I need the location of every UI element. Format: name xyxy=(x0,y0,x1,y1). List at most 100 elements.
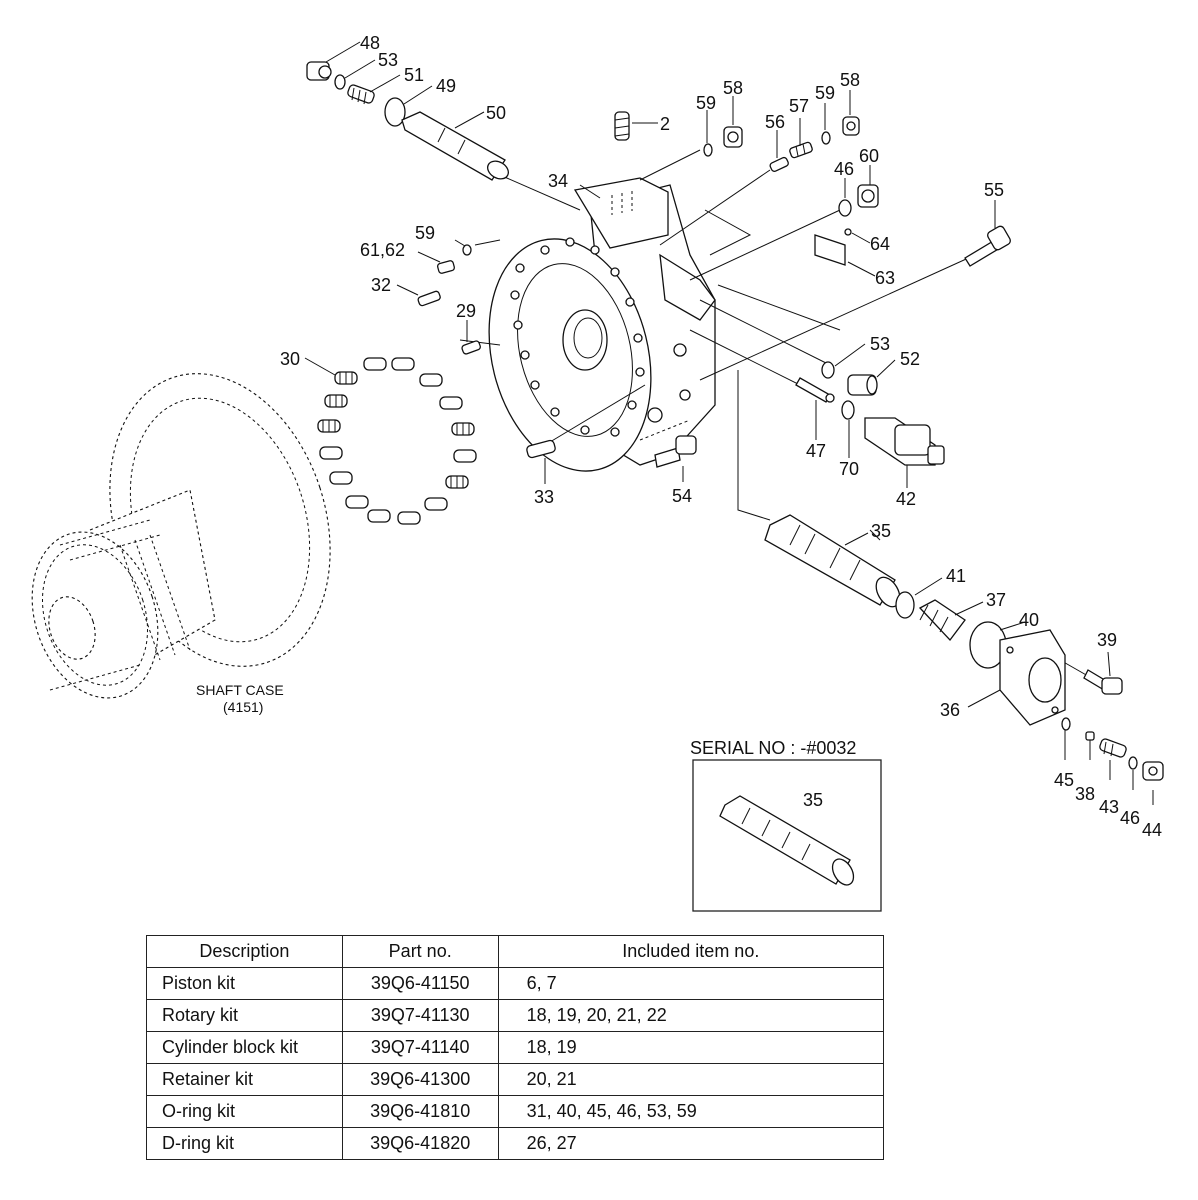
callout-40: 40 xyxy=(1019,610,1039,630)
callout-48: 48 xyxy=(360,33,380,53)
o-ring-70 xyxy=(841,400,855,420)
inset-callout-35: 35 xyxy=(803,790,823,810)
callout-2: 2 xyxy=(660,114,670,134)
callout-51: 51 xyxy=(404,65,424,85)
kit-part-no: 39Q7-41140 xyxy=(341,1031,499,1064)
plug-61-62 xyxy=(437,260,455,274)
callout-36: 36 xyxy=(940,700,960,720)
kit-description: Retainer kit xyxy=(146,1063,343,1096)
callout-46-a: 46 xyxy=(834,159,854,179)
callout-29: 29 xyxy=(456,301,476,321)
callout-57: 57 xyxy=(789,96,809,116)
plug-52 xyxy=(847,374,878,396)
spring-57 xyxy=(789,141,813,159)
ring-41 xyxy=(895,591,915,619)
callout-70: 70 xyxy=(839,459,859,479)
callout-55: 55 xyxy=(984,180,1004,200)
callout-53-b: 53 xyxy=(870,334,890,354)
bolt-39 xyxy=(1083,669,1123,695)
spring-37 xyxy=(918,599,966,642)
kit-included-items: 6, 7 xyxy=(497,967,885,1000)
callout-58-a: 58 xyxy=(723,78,743,98)
callout-52: 52 xyxy=(900,349,920,369)
kit-table-header-row: Description Part no. Included item no. xyxy=(146,935,885,968)
callout-41: 41 xyxy=(946,566,966,586)
bolt-54 xyxy=(654,435,697,468)
callout-45: 45 xyxy=(1054,770,1074,790)
callout-54: 54 xyxy=(672,486,692,506)
table-row: D-ring kit 39Q6-41820 26, 27 xyxy=(146,1127,885,1160)
cover-36 xyxy=(999,629,1066,726)
relief-valve-42 xyxy=(864,417,945,466)
callout-42: 42 xyxy=(896,489,916,509)
ring-49 xyxy=(384,97,406,127)
callout-49: 49 xyxy=(436,76,456,96)
kit-description: Cylinder block kit xyxy=(146,1031,343,1064)
pin-64 xyxy=(844,228,852,236)
o-ring-59-c xyxy=(462,244,472,256)
shaft-case-label: SHAFT CASE xyxy=(196,682,284,698)
callout-56: 56 xyxy=(765,112,785,132)
kit-description: Piston kit xyxy=(146,967,343,1000)
shaft-case-number: (4151) xyxy=(223,699,263,715)
kit-table: Description Part no. Included item no. P… xyxy=(146,935,885,1160)
callout-59-b: 59 xyxy=(815,83,835,103)
callout-35: 35 xyxy=(871,521,891,541)
spool-35 xyxy=(764,514,901,608)
callout-43: 43 xyxy=(1099,797,1119,817)
spool-50 xyxy=(401,111,509,181)
callout-numbers: 48 53 51 49 50 2 59 58 56 57 59 58 34 46… xyxy=(280,33,1162,840)
callout-30: 30 xyxy=(280,349,300,369)
kit-included-items: 20, 21 xyxy=(497,1063,885,1096)
header-part-no: Part no. xyxy=(341,935,499,968)
callout-53-top: 53 xyxy=(378,50,398,70)
header-description: Description xyxy=(146,935,343,968)
table-row: O-ring kit 39Q6-41810 31, 40, 45, 46, 53… xyxy=(146,1095,885,1128)
callout-61-62: 61,62 xyxy=(360,240,405,260)
o-ring-59-b xyxy=(821,131,831,145)
plug-44 xyxy=(1142,761,1164,781)
kit-part-no: 39Q7-41130 xyxy=(341,999,499,1032)
plate-63 xyxy=(814,234,846,266)
o-ring-46-b xyxy=(1128,756,1138,770)
kit-part-no: 39Q6-41150 xyxy=(341,967,499,1000)
spring-43 xyxy=(1099,738,1127,758)
callout-50: 50 xyxy=(486,103,506,123)
valve-casing xyxy=(488,177,716,472)
kit-description: D-ring kit xyxy=(146,1127,343,1160)
callout-32: 32 xyxy=(371,275,391,295)
inset-spool-35 xyxy=(719,795,855,886)
callout-34: 34 xyxy=(548,171,568,191)
kit-included-items: 31, 40, 45, 46, 53, 59 xyxy=(497,1095,885,1128)
pin-33 xyxy=(526,439,556,459)
plug-60 xyxy=(857,184,879,208)
callout-33: 33 xyxy=(534,487,554,507)
o-ring-59-a xyxy=(703,143,713,157)
kit-included-items: 26, 27 xyxy=(497,1127,885,1160)
callout-58-b: 58 xyxy=(840,70,860,90)
kit-part-no: 39Q6-41300 xyxy=(341,1063,499,1096)
kit-part-no: 39Q6-41810 xyxy=(341,1095,499,1128)
pin-56 xyxy=(769,156,789,172)
callout-60: 60 xyxy=(859,146,879,166)
pin-32 xyxy=(417,290,441,307)
table-row: Cylinder block kit 39Q7-41140 18, 19 xyxy=(146,1031,885,1064)
table-row: Rotary kit 39Q7-41130 18, 19, 20, 21, 22 xyxy=(146,999,885,1032)
callout-59-a: 59 xyxy=(696,93,716,113)
callout-39: 39 xyxy=(1097,630,1117,650)
callout-46-b: 46 xyxy=(1120,808,1140,828)
table-row: Piston kit 39Q6-41150 6, 7 xyxy=(146,967,885,1000)
kit-included-items: 18, 19, 20, 21, 22 xyxy=(497,999,885,1032)
header-included-items: Included item no. xyxy=(497,935,885,968)
pin-29 xyxy=(461,340,481,355)
kit-included-items: 18, 19 xyxy=(497,1031,885,1064)
o-ring-53-top xyxy=(334,74,346,90)
callout-44: 44 xyxy=(1142,820,1162,840)
table-row: Retainer kit 39Q6-41300 20, 21 xyxy=(146,1063,885,1096)
spring-set xyxy=(317,357,477,525)
kit-description: O-ring kit xyxy=(146,1095,343,1128)
o-ring-46-a xyxy=(838,199,852,217)
callout-63: 63 xyxy=(875,268,895,288)
o-ring-45 xyxy=(1061,717,1071,731)
